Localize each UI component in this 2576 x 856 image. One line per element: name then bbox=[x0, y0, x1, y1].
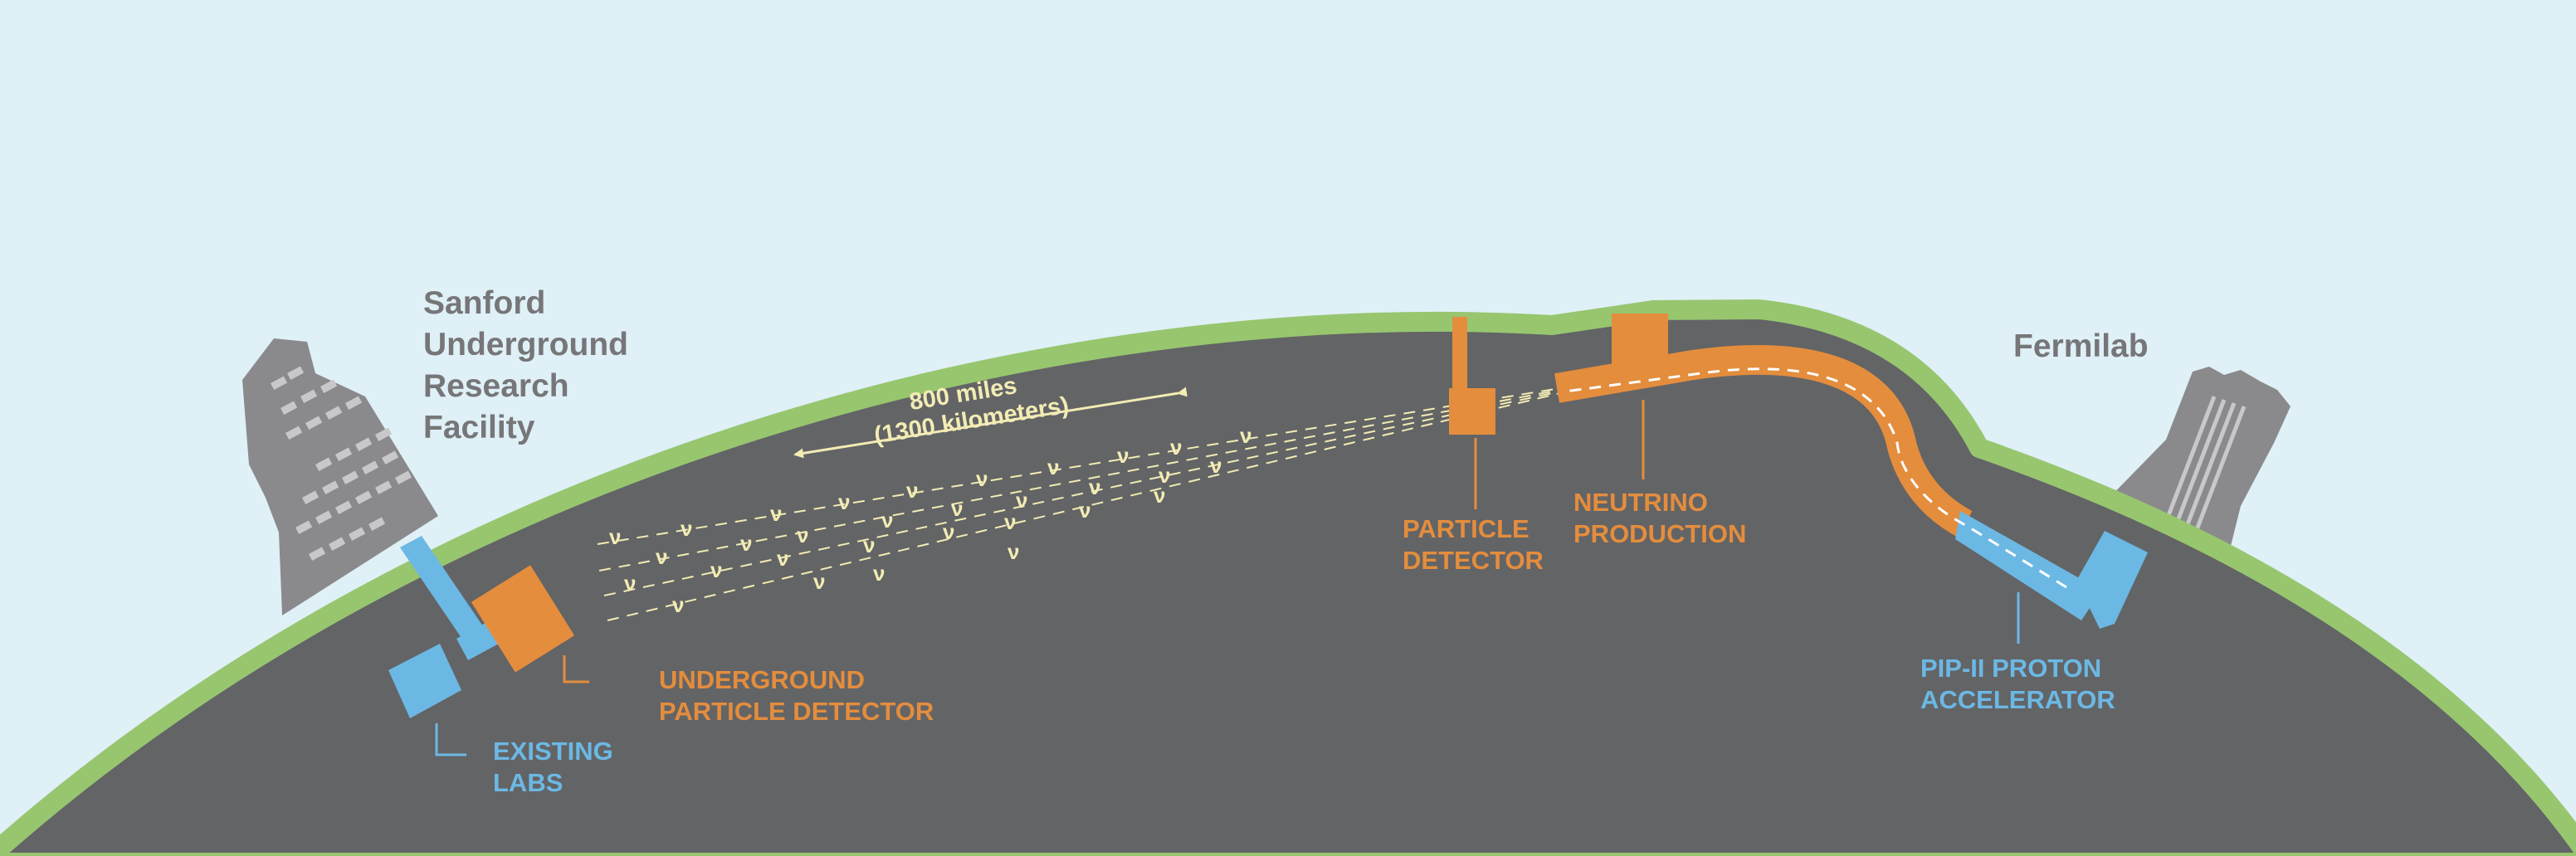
svg-text:ν: ν bbox=[710, 557, 722, 582]
pip-ii-accelerator-shape bbox=[1955, 511, 2148, 629]
svg-text:ν: ν bbox=[1159, 463, 1170, 488]
svg-text:ν: ν bbox=[624, 571, 636, 596]
svg-text:DETECTOR: DETECTOR bbox=[1403, 546, 1544, 575]
svg-text:ν: ν bbox=[777, 546, 788, 571]
sanford-building-icon bbox=[242, 338, 438, 615]
svg-text:PARTICLE: PARTICLE bbox=[1403, 514, 1530, 543]
svg-text:EXISTING: EXISTING bbox=[493, 737, 613, 766]
svg-text:ν: ν bbox=[1007, 539, 1019, 564]
svg-text:ν: ν bbox=[797, 523, 808, 547]
svg-text:PARTICLE DETECTOR: PARTICLE DETECTOR bbox=[659, 697, 934, 726]
underground-detector-label: UNDERGROUND PARTICLE DETECTOR bbox=[659, 665, 934, 726]
svg-text:ν: ν bbox=[740, 531, 752, 556]
svg-text:LABS: LABS bbox=[493, 768, 563, 797]
particle-detector-label: PARTICLE DETECTOR bbox=[1403, 514, 1544, 575]
svg-text:PRODUCTION: PRODUCTION bbox=[1573, 519, 1746, 548]
neutrino-production-label: NEUTRINO PRODUCTION bbox=[1573, 488, 1746, 548]
svg-text:ν: ν bbox=[681, 516, 692, 541]
neutrino-production-pipe bbox=[1554, 345, 1973, 537]
sanford-label: Sanford Underground Research Facility bbox=[423, 285, 628, 445]
near-detector-shape bbox=[1449, 317, 1495, 435]
svg-text:ν: ν bbox=[672, 592, 684, 617]
svg-text:ν: ν bbox=[1089, 474, 1100, 499]
svg-text:PIP-II PROTON: PIP-II PROTON bbox=[1920, 654, 2101, 683]
distance-arrow bbox=[793, 387, 1188, 459]
svg-text:ν: ν bbox=[976, 466, 988, 491]
svg-text:ν: ν bbox=[1240, 423, 1251, 448]
svg-text:UNDERGROUND: UNDERGROUND bbox=[659, 665, 865, 694]
svg-text:ν: ν bbox=[813, 569, 825, 594]
svg-text:ν: ν bbox=[1016, 488, 1027, 513]
svg-text:ν: ν bbox=[1047, 455, 1059, 479]
svg-text:ν: ν bbox=[906, 478, 918, 503]
svg-text:ν: ν bbox=[943, 519, 954, 544]
svg-text:ν: ν bbox=[1154, 483, 1165, 508]
svg-text:Sanford: Sanford bbox=[423, 285, 545, 321]
svg-text:ν: ν bbox=[770, 501, 782, 526]
svg-text:ν: ν bbox=[1004, 509, 1016, 534]
svg-text:ν: ν bbox=[873, 561, 885, 586]
fermilab-label: Fermilab bbox=[2013, 328, 2149, 364]
svg-text:ν: ν bbox=[863, 533, 875, 557]
svg-text:Research: Research bbox=[423, 368, 569, 404]
earth-surface bbox=[0, 299, 2576, 856]
neutrino-beam bbox=[597, 387, 1561, 621]
svg-text:ν: ν bbox=[609, 524, 621, 549]
pip-ii-label: PIP-II PROTON ACCELERATOR bbox=[1920, 654, 2115, 714]
svg-text:ν: ν bbox=[1079, 498, 1090, 523]
svg-text:NEUTRINO: NEUTRINO bbox=[1573, 488, 1708, 517]
proton-beam-path bbox=[1564, 367, 2067, 589]
underground-detector-shape bbox=[471, 565, 575, 673]
svg-text:ν: ν bbox=[951, 496, 963, 521]
svg-text:ν: ν bbox=[1117, 443, 1129, 468]
svg-text:ν: ν bbox=[1170, 435, 1182, 460]
svg-text:ACCELERATOR: ACCELERATOR bbox=[1920, 685, 2115, 714]
svg-text:ν: ν bbox=[838, 489, 850, 514]
existing-labs-label: EXISTING LABS bbox=[493, 737, 613, 797]
svg-text:ν: ν bbox=[881, 508, 893, 533]
svg-text:ν: ν bbox=[1210, 453, 1222, 478]
leader-lines bbox=[435, 400, 2020, 756]
svg-text:Facility: Facility bbox=[423, 410, 535, 445]
svg-text:Underground: Underground bbox=[423, 327, 628, 362]
svg-text:ν: ν bbox=[656, 544, 667, 569]
